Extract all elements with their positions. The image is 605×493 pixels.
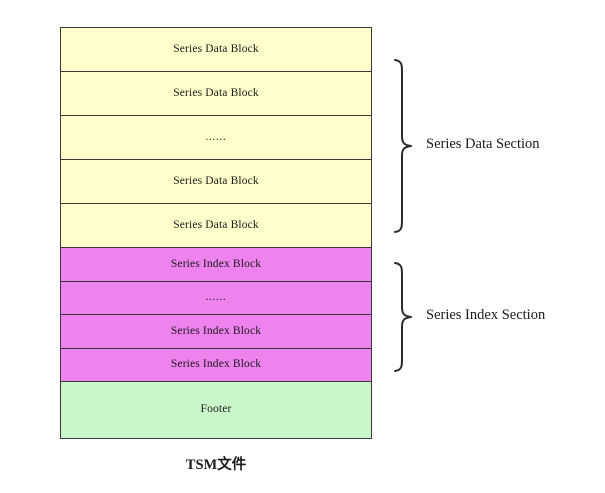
block-row-label: Series Data Block: [173, 218, 259, 231]
block-row-label: Series Index Block: [170, 257, 262, 270]
series-index-section-label: Series Index Section: [426, 307, 546, 323]
block-row: Series Data Block: [61, 28, 371, 72]
block-row: Footer: [61, 382, 371, 438]
series-data-section-label: Series Data Section: [426, 136, 540, 152]
right-curly-brace-icon: [394, 262, 412, 372]
block-row: ......: [61, 281, 371, 315]
block-row: Series Data Block: [61, 160, 371, 204]
figure-caption: TSM文件: [185, 457, 247, 473]
block-row-label: Series Index Block: [170, 358, 262, 370]
block-row: ......: [61, 116, 371, 160]
block-row-label: Series Data Block: [173, 42, 259, 55]
block-row-label: Series Data Block: [173, 86, 259, 99]
block-row: Series Index Block: [61, 248, 371, 282]
block-row-label: Series Index Block: [170, 324, 262, 337]
block-row-label: ......: [205, 291, 227, 303]
right-curly-brace-icon: [394, 59, 412, 233]
series-index-section-brace: [392, 261, 414, 373]
block-row: Series Index Block: [61, 315, 371, 349]
series-data-section-brace: [392, 58, 414, 234]
block-row: Series Data Block: [61, 72, 371, 116]
block-row: Series Index Block: [61, 348, 371, 382]
block-row: Series Data Block: [61, 204, 371, 248]
block-row-label: ......: [205, 130, 227, 143]
block-row-label: Footer: [200, 403, 232, 416]
block-row-label: Series Data Block: [173, 174, 259, 187]
